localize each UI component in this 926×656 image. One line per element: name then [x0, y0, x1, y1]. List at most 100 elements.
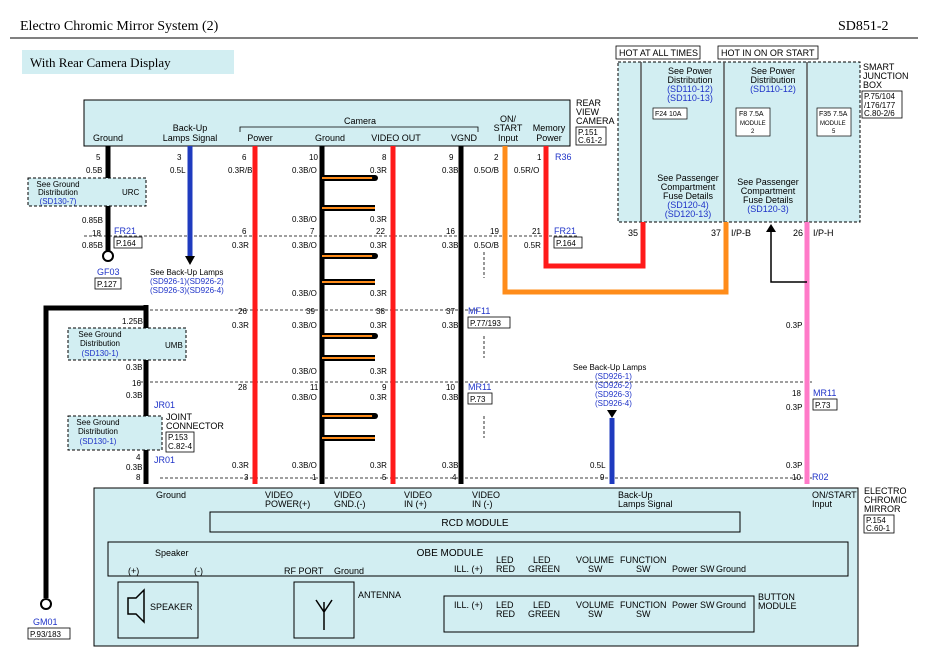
rf-port-label: RF PORT	[284, 566, 324, 576]
svg-text:26: 26	[238, 307, 247, 316]
button-columns: ILL. (+) LED RED LED GREEN VOLUME SW FUN…	[454, 600, 746, 619]
camera-pin-on-2: START	[494, 123, 523, 133]
gd2-ref: (SD130-1)	[82, 349, 119, 358]
svg-text:37: 37	[446, 307, 455, 316]
gm01-ref: P.93/183	[30, 630, 62, 639]
svg-text:VOLUME: VOLUME	[576, 555, 614, 565]
gf03-ref-box	[94, 277, 122, 290]
svg-text:ILL. (+): ILL. (+)	[454, 564, 483, 574]
mirror-pin-vi-2: IN (+)	[404, 499, 427, 509]
svg-text:38: 38	[376, 307, 385, 316]
svg-text:LED: LED	[496, 600, 514, 610]
hot-in-on-tag	[717, 45, 819, 60]
speaker-minus: (-)	[194, 566, 203, 576]
svg-text:0.3R: 0.3R	[370, 321, 387, 330]
mirror-pin-bu-1: Back-Up	[618, 490, 653, 500]
gd3-label-2: Distribution	[78, 427, 118, 436]
sjb-pc-1: See Passenger	[657, 173, 719, 183]
svg-text:0.3B: 0.3B	[442, 166, 458, 175]
button-module-label-2: MODULE	[758, 601, 797, 611]
mirror-name-3: MIRROR	[864, 504, 901, 514]
wire-labels-left: 1.25B 0.3B 16 0.3B 4 0.3B 8	[122, 317, 143, 482]
svg-text:8: 8	[382, 153, 387, 162]
svg-text:10: 10	[446, 383, 455, 392]
button-module-box	[443, 595, 755, 633]
camera-pin-ground2: Ground	[315, 133, 345, 143]
svg-text:9: 9	[600, 473, 605, 482]
sjb-pd2-1: See Power	[751, 66, 795, 76]
mirror-pin-bu-2: Lamps Signal	[618, 499, 673, 509]
sjb-ref-box	[861, 90, 903, 119]
svg-text:0.3R: 0.3R	[232, 241, 249, 250]
wire-labels-w7: 2 0.5O/B 19 0.5O/B	[474, 153, 499, 250]
gd3-box	[67, 415, 163, 451]
svg-text:6: 6	[242, 153, 247, 162]
fuse2-box	[735, 107, 771, 137]
camera-pin-backup-1: Back-Up	[173, 123, 208, 133]
fuse3-label-b: MODULE	[820, 121, 846, 127]
fuse2-label-b: MODULE	[740, 121, 766, 127]
wire-gm01	[43, 305, 146, 598]
mirror-pin-on-2: Input	[812, 499, 833, 509]
svg-text:SW: SW	[636, 609, 651, 619]
sjb-pc2-2: Compartment	[741, 186, 796, 196]
backup-ref2-r3: (SD926-3)	[595, 390, 632, 399]
speaker-label: SPEAKER	[150, 602, 193, 612]
svg-text:28: 28	[238, 383, 247, 392]
hot-all-times-label: HOT AT ALL TIMES	[619, 48, 698, 58]
svg-text:SW: SW	[636, 564, 651, 574]
svg-text:0.3R: 0.3R	[370, 241, 387, 250]
backup-ref-b: (SD926-3)(SD926-4)	[150, 286, 224, 295]
svg-text:18: 18	[792, 389, 801, 398]
svg-text:0.3R/B: 0.3R/B	[228, 166, 252, 175]
svg-text:0.3R: 0.3R	[370, 461, 387, 470]
svg-text:0.3P: 0.3P	[786, 321, 802, 330]
rcd-module-label: RCD MODULE	[441, 518, 509, 529]
joint-connector-ref-1: P.153	[168, 433, 188, 442]
conn-mr11-b-ref: P.73	[815, 401, 831, 410]
conn-mr11-a-ref: P.73	[470, 395, 486, 404]
svg-text:0.3B: 0.3B	[442, 241, 458, 250]
svg-text:Power SW: Power SW	[672, 600, 715, 610]
antenna-label: ANTENNA	[358, 590, 401, 600]
subtitle-box	[22, 50, 234, 74]
svg-text:0.3B: 0.3B	[442, 321, 458, 330]
page-code: SD851-2	[838, 19, 889, 34]
conn-mf11-ref-box	[467, 316, 511, 329]
gf03-ref: P.127	[97, 280, 117, 289]
svg-text:ILL. (+): ILL. (+)	[454, 600, 483, 610]
mirror-pin-vp-2: POWER(+)	[265, 499, 310, 509]
conn-mr11-b-ref-box	[812, 398, 838, 411]
svg-text:0.3R: 0.3R	[232, 461, 249, 470]
svg-text:0.3B/O: 0.3B/O	[292, 393, 317, 402]
wire-labels-w6: 9 0.3B 16 0.3B 37 0.3B 10 0.3B 0.3B 4	[442, 153, 458, 482]
svg-text:0.3B/O: 0.3B/O	[292, 367, 317, 376]
backup-arrow	[185, 256, 195, 265]
svg-text:0.3B/O: 0.3B/O	[292, 241, 317, 250]
conn-mr11-b: MR11	[813, 388, 836, 398]
svg-text:RED: RED	[496, 609, 516, 619]
camera-ref-1: P.151	[578, 128, 598, 137]
wire-on-start-orange	[502, 146, 729, 295]
svg-text:0.3B: 0.3B	[442, 393, 458, 402]
conn-fr21-b-ref-box	[553, 236, 583, 249]
sjb-name-2: JUNCTION	[863, 71, 909, 81]
camera-pin-memory-1: Memory	[533, 123, 566, 133]
fuse1-label: F24 10A	[655, 111, 682, 118]
backup-ref2-label: See Back-Up Lamps	[573, 363, 646, 372]
svg-text:3: 3	[177, 153, 182, 162]
wire-memory-red	[543, 146, 646, 269]
obe-module-label: OBE MODULE	[417, 548, 484, 559]
sjb-ref-1: P.75/104	[864, 92, 896, 101]
backup-ref2-r2: (SD926-2)	[595, 381, 632, 390]
svg-text:0.3B/O: 0.3B/O	[292, 215, 317, 224]
backup-ref-a: (SD926-1)(SD926-2)	[150, 277, 224, 286]
svg-text:9: 9	[382, 383, 387, 392]
mirror-name-2: CHROMIC	[864, 495, 907, 505]
svg-text:21: 21	[532, 227, 541, 236]
joint-connector-2: CONNECTOR	[166, 421, 224, 431]
svg-text:0.3R: 0.3R	[370, 289, 387, 298]
camera-pin-power: Power	[247, 133, 273, 143]
svg-text:0.5L: 0.5L	[590, 461, 606, 470]
svg-text:0.3B: 0.3B	[126, 463, 142, 472]
